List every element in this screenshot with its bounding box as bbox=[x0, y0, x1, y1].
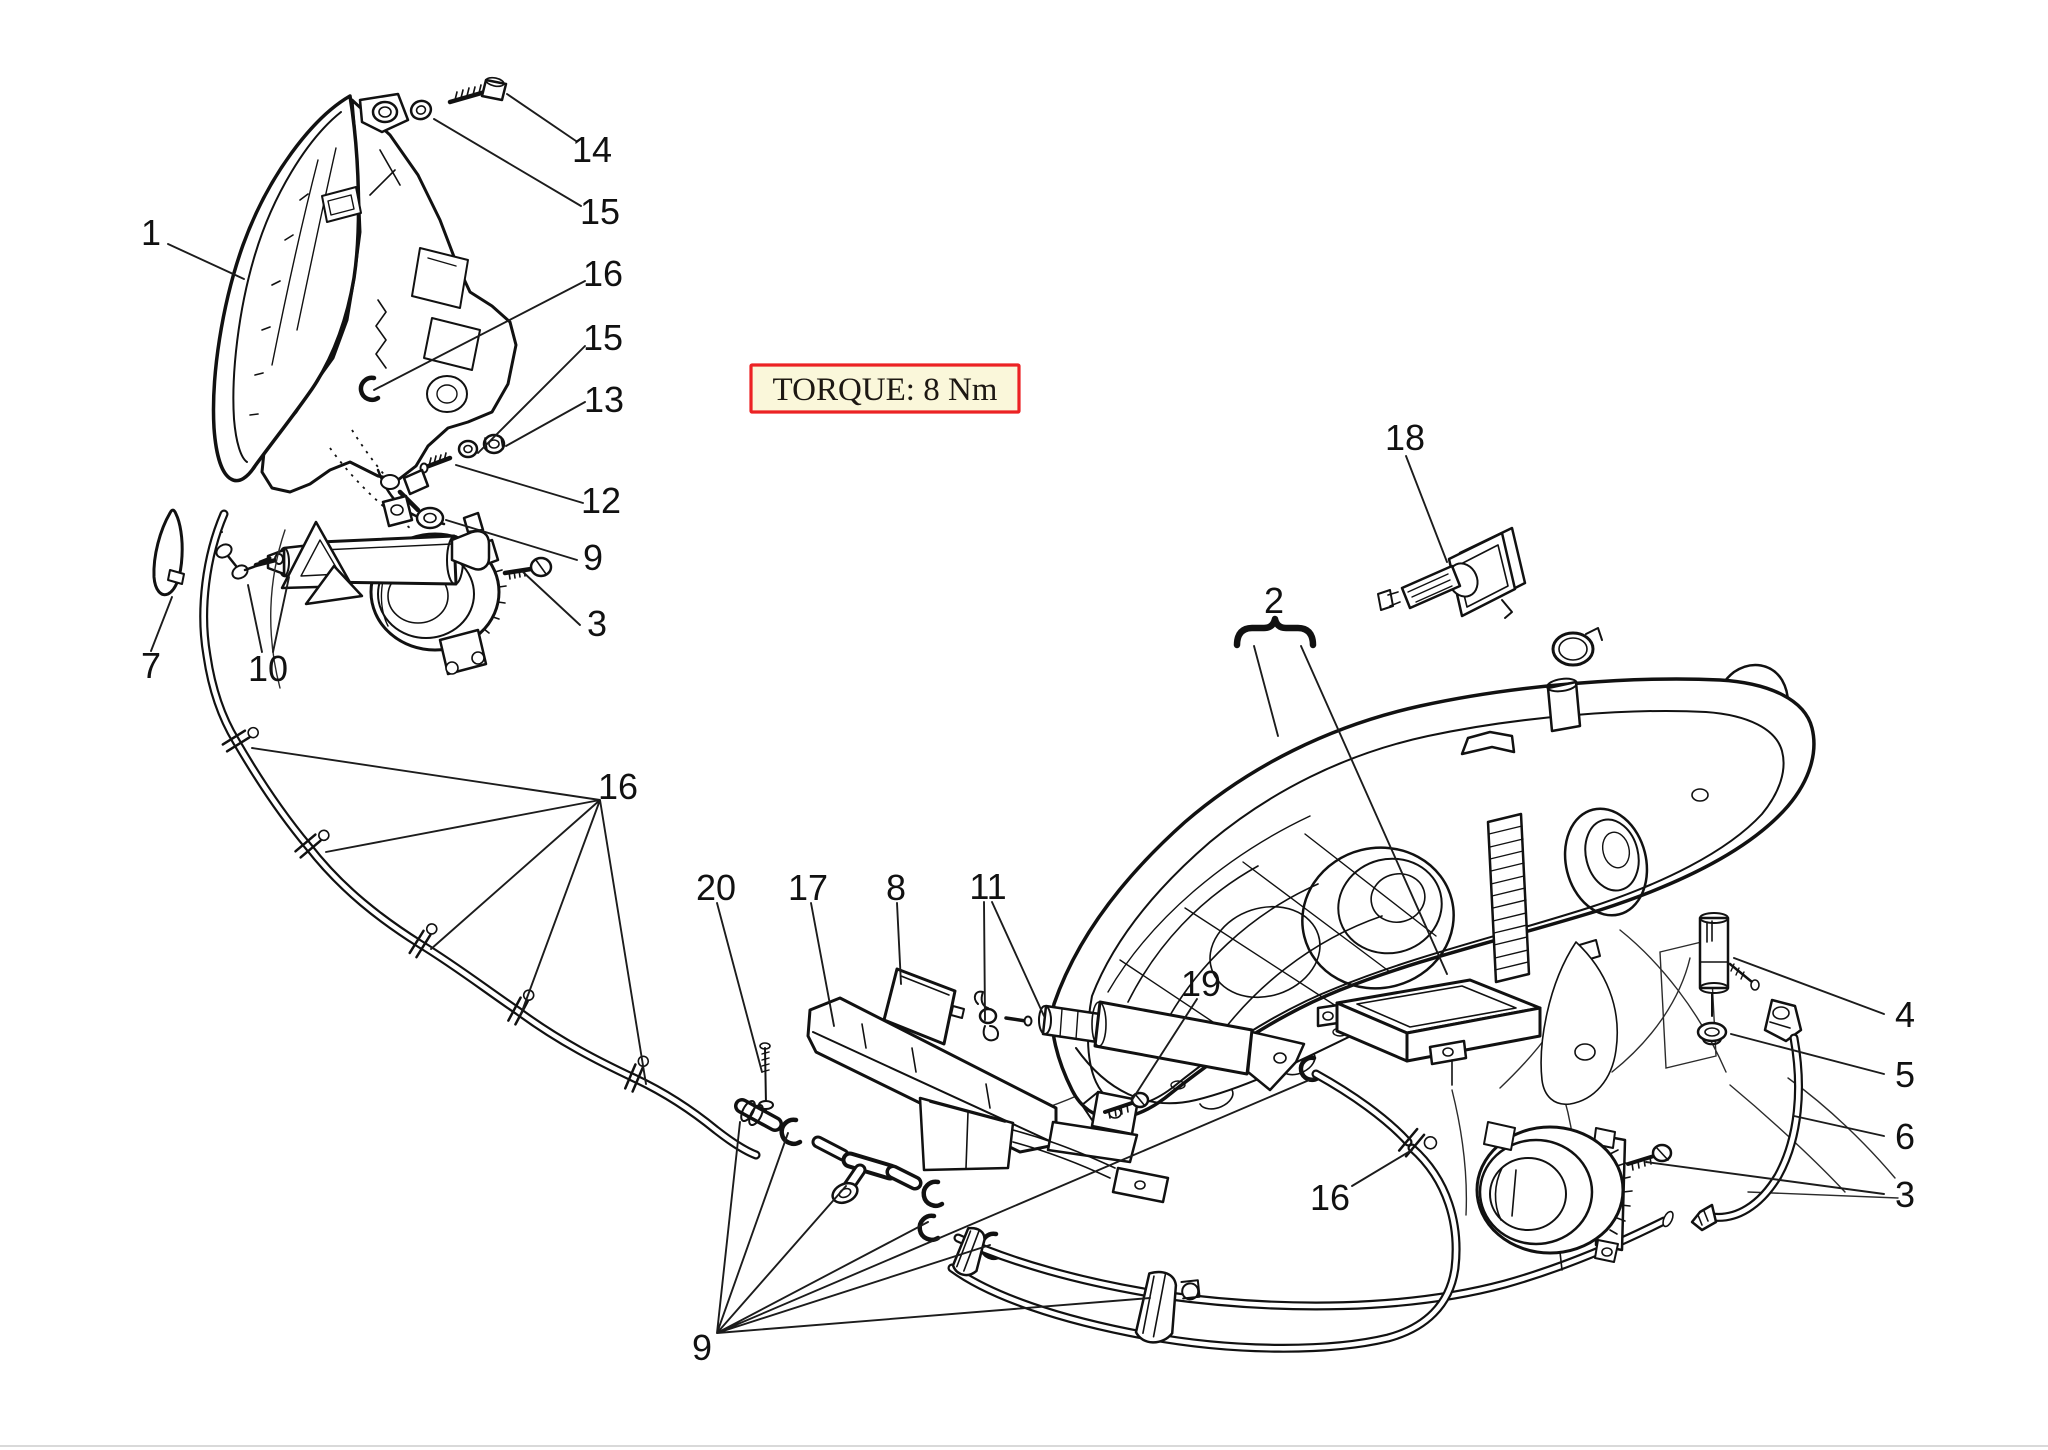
nut-13 bbox=[482, 433, 506, 455]
headlight-left bbox=[211, 92, 518, 529]
clip-11 bbox=[973, 990, 1033, 1042]
callout-18-17: 18 bbox=[1385, 417, 1425, 458]
bolt-3-right bbox=[1626, 1143, 1673, 1171]
callout-15-2: 15 bbox=[580, 191, 620, 232]
callout-6-22: 6 bbox=[1895, 1116, 1915, 1157]
callout-3-23: 3 bbox=[1895, 1174, 1915, 1215]
hose-clip-16-c bbox=[408, 923, 438, 959]
retaining-clip-9-actuator bbox=[1298, 1055, 1321, 1083]
callout-14-1: 14 bbox=[572, 129, 612, 170]
callout-3-8: 3 bbox=[587, 603, 607, 644]
callout-9-7: 9 bbox=[583, 537, 603, 578]
hose-clip-16-b bbox=[294, 829, 330, 859]
callout-20-12: 20 bbox=[696, 867, 736, 908]
bolt-14 bbox=[447, 76, 508, 105]
cover-plate-8 bbox=[882, 967, 965, 1046]
callout-16-19: 16 bbox=[1310, 1177, 1350, 1218]
callout-10-10: 10 bbox=[248, 648, 288, 689]
pump-unit-3-right bbox=[1475, 1121, 1633, 1271]
retaining-clip-16-headlight bbox=[358, 375, 381, 403]
callout-13-5: 13 bbox=[584, 379, 624, 420]
callout-5-21: 5 bbox=[1895, 1054, 1915, 1095]
callout-15-4: 15 bbox=[583, 317, 623, 358]
hose-clamp-large bbox=[1134, 1270, 1201, 1344]
ballast-ecu-box bbox=[1316, 978, 1542, 1086]
retaining-clip-9-c bbox=[917, 1213, 941, 1242]
washer-15-lower bbox=[457, 439, 479, 459]
torque-note: TORQUE: 8 Nm bbox=[749, 363, 1021, 414]
callout-16-11: 16 bbox=[598, 766, 638, 807]
callout-2-16: 2 bbox=[1264, 580, 1284, 621]
washer-15-top bbox=[409, 99, 433, 121]
bracket-17 bbox=[806, 996, 1170, 1204]
torque-note-box bbox=[749, 363, 1021, 414]
retaining-clip-9-b bbox=[921, 1179, 945, 1208]
grommet-5 bbox=[1696, 1021, 1728, 1046]
callout-17-13: 17 bbox=[788, 867, 828, 908]
bumper-edge-sketch bbox=[270, 529, 286, 689]
headlight-right bbox=[1050, 627, 1816, 1120]
pin-10 bbox=[253, 557, 279, 568]
callout-7-9: 7 bbox=[141, 645, 161, 686]
bolt-3-left bbox=[502, 556, 553, 580]
top-clip bbox=[1460, 730, 1516, 756]
grommet-9-left bbox=[397, 468, 445, 530]
callout-19-18: 19 bbox=[1181, 963, 1221, 1004]
bottom-hose-run bbox=[947, 1069, 1674, 1353]
bracket-triangle-b bbox=[304, 564, 364, 606]
leader-lines bbox=[150, 93, 1885, 1334]
fan-9-bottom bbox=[716, 1077, 1315, 1334]
callout-1-0: 1 bbox=[141, 212, 161, 253]
fan-16-left bbox=[251, 747, 647, 1085]
retaining-clip-9-a bbox=[779, 1117, 803, 1146]
actuator-body bbox=[1093, 1000, 1254, 1076]
hose-6-end-fitting bbox=[1690, 1203, 1718, 1232]
filler-neck bbox=[1546, 680, 1582, 733]
screw-12 bbox=[419, 452, 453, 474]
callout-4-20: 4 bbox=[1895, 994, 1915, 1035]
washer-pump-4 bbox=[1698, 912, 1760, 1017]
headlight-left-lens bbox=[211, 94, 361, 483]
screw-11 bbox=[1004, 1016, 1028, 1023]
callout-12-6: 12 bbox=[581, 480, 621, 521]
bolt-19 bbox=[1103, 1091, 1150, 1119]
callout-8-14: 8 bbox=[886, 867, 906, 908]
mount-ear-plate bbox=[381, 494, 414, 528]
nozzle-cover-7 bbox=[152, 508, 185, 597]
hose-6 bbox=[1690, 1033, 1803, 1232]
xenon-bulb-18 bbox=[1377, 526, 1527, 619]
pump-side-screw bbox=[1728, 962, 1754, 984]
brace-2 bbox=[1233, 615, 1317, 649]
callout-9-24: 9 bbox=[692, 1327, 712, 1368]
screw-20 bbox=[758, 1042, 774, 1119]
callout-11-15: 11 bbox=[969, 866, 1006, 907]
bulb-glass-tube bbox=[1400, 564, 1462, 610]
flag-plate bbox=[1111, 1166, 1170, 1204]
washer-hose-left bbox=[199, 509, 761, 1160]
torque-note-text: TORQUE: 8 Nm bbox=[773, 372, 998, 408]
hose-clip-16-a bbox=[221, 726, 259, 753]
callout-16-3: 16 bbox=[583, 253, 623, 294]
t-fitting-cluster bbox=[734, 1098, 1003, 1260]
washer-jet-actuator-left bbox=[258, 494, 491, 606]
washer-jet-actuator-center bbox=[1038, 1000, 1321, 1136]
